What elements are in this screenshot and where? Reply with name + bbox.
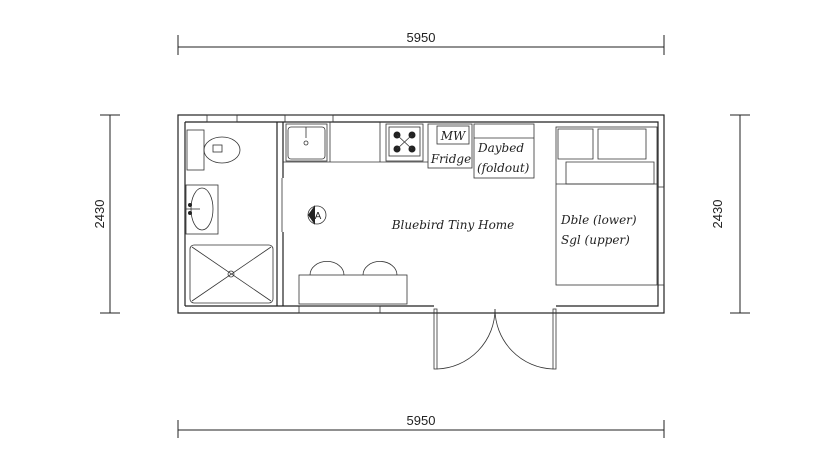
dimension-bottom-label: 5950 (407, 413, 436, 428)
daybed-label: Daybed (477, 141, 524, 155)
plan-title: Bluebird Tiny Home (391, 218, 515, 232)
entry-doors (433, 308, 557, 370)
daybed-sub-label: (foldout) (477, 161, 530, 175)
bathroom-sink (185, 184, 219, 235)
dining-table (298, 261, 408, 305)
dimension-left-label: 2430 (92, 200, 107, 229)
dimension-top-label: 5950 (407, 30, 436, 45)
dimension-left: 2430 (92, 114, 120, 314)
dimension-right: 2430 (710, 114, 750, 314)
toilet (186, 129, 241, 171)
shower (189, 244, 274, 304)
dimension-bottom: 5950 (177, 413, 665, 438)
stove (385, 123, 424, 162)
fridge-label: Fridge (430, 152, 471, 166)
dimension-top: 5950 (177, 30, 665, 55)
bed-upper-label: Sgl (upper) (561, 233, 630, 247)
dimension-right-label: 2430 (710, 200, 725, 229)
section-marker: A (307, 205, 327, 225)
daybed: Daybed (foldout) (473, 123, 535, 179)
mw-label: MW (440, 129, 467, 143)
bed-lower-label: Dble (lower) (560, 213, 637, 227)
microwave-fridge: MW Fridge (427, 123, 473, 169)
kitchen-counter (283, 122, 428, 163)
walls (177, 114, 665, 314)
section-marker-label: A (315, 211, 322, 222)
bunk-bed: Dble (lower) Sgl (upper) (555, 126, 658, 286)
